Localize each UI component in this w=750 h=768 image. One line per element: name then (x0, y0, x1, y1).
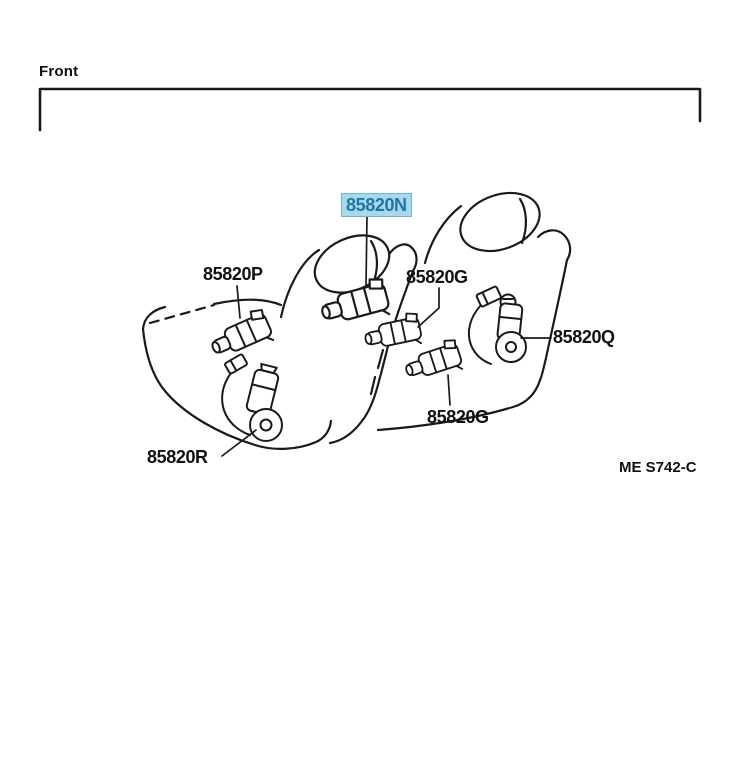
motor-85820g-rear-drawing (400, 336, 465, 387)
part-label-85820q[interactable]: 85820Q (553, 327, 615, 347)
seat-right-drawing (369, 191, 572, 432)
part-label-85820r[interactable]: 85820R (147, 447, 208, 467)
front-direction-label: Front (39, 63, 79, 80)
motor-85820q-drawing (467, 285, 527, 365)
part-label-85820n-highlighted[interactable]: 85820N (341, 193, 412, 217)
part-label-85820g-rear[interactable]: 85820G (427, 407, 489, 427)
diagram-code: ME S742-C (619, 459, 697, 476)
motor-85820g-front-drawing (361, 310, 424, 356)
part-label-85820p[interactable]: 85820P (203, 264, 263, 284)
leader-lines (221, 215, 552, 457)
part-label-85820g-front[interactable]: 85820G (406, 267, 468, 287)
motor-85820r-drawing (221, 353, 283, 442)
front-bracket-line (38, 87, 702, 132)
seat-left-drawing (141, 234, 418, 450)
